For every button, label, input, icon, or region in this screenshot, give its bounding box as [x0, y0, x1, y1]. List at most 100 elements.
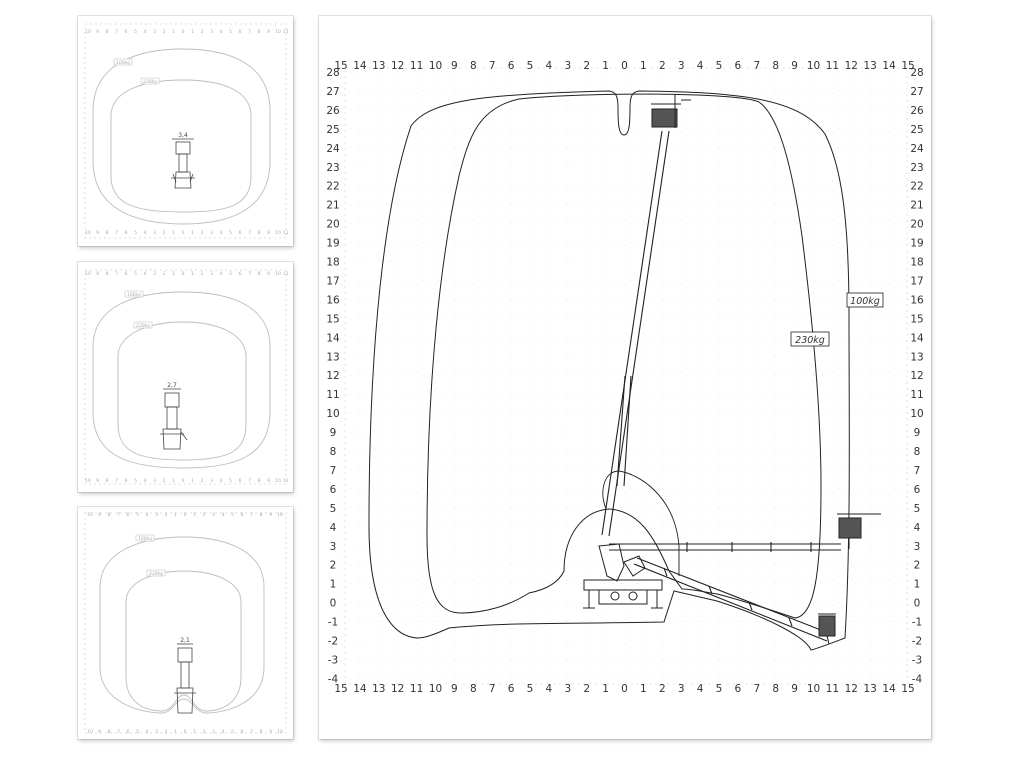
main-x-tick-label: 13 [372, 60, 385, 72]
main-x-tick-label: 3 [564, 683, 571, 695]
thumb-tick: 6 [241, 512, 244, 518]
outreach-diagram-thumbnail-3[interactable]: 10 9 8 7 6 5 4 3 2 1 0 1 2 3 4 5 6 7 8 9… [78, 507, 293, 739]
thumbnail-1-width-label: 3,4 [178, 132, 188, 139]
main-x-tick-label: 7 [489, 683, 496, 695]
thumb-tick: 7 [248, 271, 251, 277]
thumb-tick: 6 [125, 271, 128, 277]
thumb-tick: 4 [144, 271, 147, 277]
main-y-tick-label: 1 [914, 579, 921, 591]
main-grid-frame [344, 67, 908, 685]
main-y-tick-label: 6 [330, 484, 337, 496]
main-y-tick-label: 24 [910, 143, 924, 155]
main-x-tick-label: 12 [845, 683, 858, 695]
thumbnail-3-width-label: 2,1 [180, 637, 190, 644]
thumbnail-2-width-label: 2,7 [167, 382, 177, 389]
thumb-tick: 9 [269, 729, 272, 735]
main-y-tick-labels-left: 2827262524232221201918171615141312111098… [326, 67, 340, 685]
thumb-tick: 8 [106, 478, 109, 484]
thumbnail-2-load-box-100kg [124, 290, 144, 298]
thumb-tick: 6 [127, 512, 130, 518]
outreach-diagram-thumbnail-1[interactable]: 10 9 8 7 6 5 4 3 2 1 0 1 2 3 4 5 6 7 8 9… [78, 16, 293, 246]
main-x-tick-label: 6 [508, 683, 515, 695]
thumb-tick: 1 [193, 512, 196, 518]
outreach-diagram-thumbnail-2[interactable]: 10 9 8 7 6 5 4 3 2 1 0 1 2 3 4 5 6 7 8 9… [78, 262, 293, 492]
thumb-tick: 8 [258, 230, 261, 236]
thumb-tick: 2 [163, 271, 166, 277]
main-y-tick-label: 13 [326, 351, 339, 363]
thumb-tick: 6 [239, 230, 242, 236]
thumb-tick: 1 [172, 230, 175, 236]
thumb-tick: 10 [275, 271, 281, 277]
thumb-tick: 0 [182, 29, 185, 35]
thumb-tick: 4 [220, 230, 223, 236]
main-x-tick-label: 9 [451, 60, 458, 72]
thumb-tick: 8 [260, 512, 263, 518]
thumb-tick: 2 [163, 230, 166, 236]
thumb-tick: 1 [174, 729, 177, 735]
main-x-tick-label: 14 [353, 60, 367, 72]
thumb-tick: 9 [98, 729, 101, 735]
thumb-tick: 5 [231, 512, 234, 518]
main-y-tick-labels-right: 2827262524232221201918171615141312111098… [910, 67, 924, 685]
main-x-tick-label: 1 [602, 60, 609, 72]
thumb-tick: 6 [127, 729, 130, 735]
thumb-tick: 9 [267, 230, 270, 236]
main-y-tick-label: -4 [328, 673, 339, 685]
thumbnail-1-vehicle-top-view [171, 138, 195, 189]
main-x-tick-label: 12 [391, 683, 404, 695]
main-y-tick-label: 12 [910, 370, 923, 382]
thumb-tick: 4 [222, 512, 225, 518]
thumb-tick: 2 [201, 29, 204, 35]
thumb-tick: 1 [172, 271, 175, 277]
thumb-tick: 2 [203, 512, 206, 518]
main-x-tick-label: 13 [864, 683, 877, 695]
thumb-tick: 2 [165, 512, 168, 518]
main-y-tick-label: -3 [912, 654, 922, 666]
thumb-tick: 11 [283, 230, 289, 236]
thumb-tick: 9 [96, 29, 99, 35]
thumb-tick: 10 [87, 729, 93, 735]
thumb-tick: 3 [210, 29, 213, 35]
main-y-tick-label: 19 [326, 238, 339, 250]
thumb-tick: 4 [144, 29, 147, 35]
thumb-tick: 7 [250, 729, 253, 735]
main-x-tick-label: 4 [546, 683, 553, 695]
main-x-tick-label: 15 [334, 683, 347, 695]
main-y-tick-label: 24 [326, 143, 340, 155]
main-x-tick-label: 0 [621, 60, 628, 72]
thumb-tick: 7 [248, 29, 251, 35]
main-y-tick-label: 21 [910, 200, 923, 212]
thumb-tick: 3 [153, 29, 156, 35]
main-y-tick-label: 26 [910, 105, 924, 117]
thumb-tick: 0 [184, 729, 187, 735]
thumb-tick: 0 [182, 271, 185, 277]
main-x-tick-label: 14 [882, 683, 896, 695]
main-y-tick-label: 25 [910, 124, 923, 136]
main-boom-diagonal [633, 557, 832, 642]
thumb-tick: 3 [155, 512, 158, 518]
thumb-tick: 4 [222, 729, 225, 735]
main-x-tick-label: 2 [659, 60, 666, 72]
main-x-tick-label: 6 [508, 60, 515, 72]
thumbnail-1-x-ticks-top: 10 9 8 7 6 5 4 3 2 1 0 1 2 3 4 5 6 7 8 9… [85, 29, 289, 35]
main-load-box-100kg [846, 292, 884, 308]
main-y-tick-label: 14 [910, 332, 924, 344]
main-y-tick-label: 15 [910, 313, 923, 325]
main-x-tick-label: 4 [697, 683, 704, 695]
thumb-tick: 9 [96, 271, 99, 277]
thumbnail-1-load-box-230kg [140, 77, 160, 85]
main-y-tick-label: 6 [914, 484, 921, 496]
thumb-tick: 8 [108, 729, 111, 735]
thumbnail-1-svg: 10 9 8 7 6 5 4 3 2 1 0 1 2 3 4 5 6 7 8 9… [84, 23, 289, 239]
thumb-tick: 3 [212, 512, 215, 518]
main-basket-bottom [818, 613, 836, 645]
main-x-tick-label: 12 [845, 60, 858, 72]
main-y-tick-label: 5 [330, 503, 337, 515]
main-x-tick-label: 5 [716, 60, 723, 72]
thumbnail-3-x-ticks-bottom: 10 9 8 7 6 5 4 3 2 1 0 1 2 3 4 5 6 7 8 9… [87, 729, 283, 735]
main-x-tick-label: 3 [678, 683, 685, 695]
main-x-tick-label: 14 [353, 683, 367, 695]
main-y-tick-label: -1 [328, 617, 338, 629]
